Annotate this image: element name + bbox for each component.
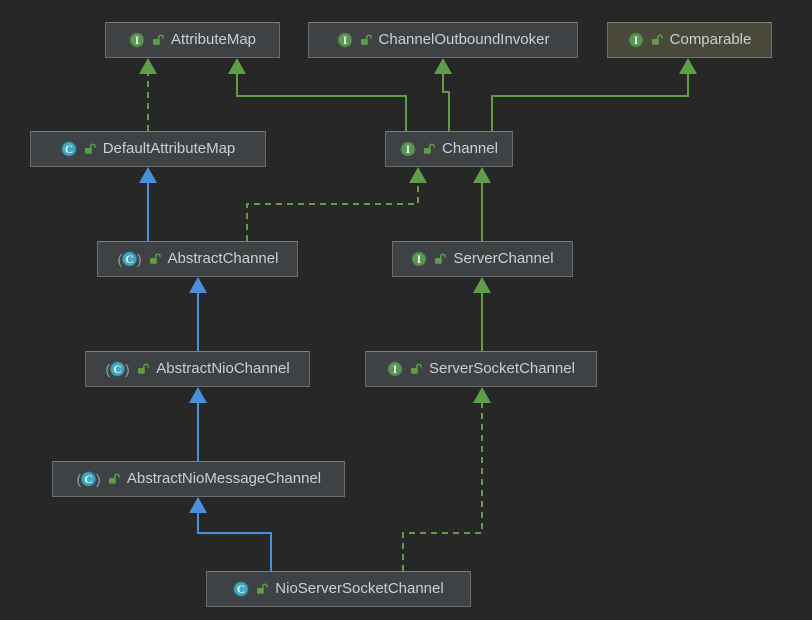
svg-text:(: ( bbox=[106, 361, 111, 377]
node-label: NioServerSocketChannel bbox=[275, 580, 444, 597]
abstract-class-icon: (C) bbox=[117, 251, 142, 267]
svg-text:C: C bbox=[125, 254, 133, 266]
node-label: AbstractNioMessageChannel bbox=[126, 470, 322, 487]
class-node-abstract-nio-message-channel[interactable]: (C) AbstractNioMessageChannel bbox=[52, 461, 345, 497]
edge-arrowhead bbox=[189, 387, 207, 403]
public-lock-icon bbox=[424, 143, 435, 154]
svg-text:I: I bbox=[393, 364, 398, 376]
public-lock-icon bbox=[257, 583, 269, 594]
edge-arrowhead bbox=[409, 167, 427, 183]
svg-text:): ) bbox=[96, 471, 101, 487]
class-node-server-socket-channel[interactable]: I ServerSocketChannel bbox=[365, 351, 597, 387]
class-node-channel-outbound-invoker[interactable]: I ChannelOutboundInvoker bbox=[308, 22, 578, 58]
class-node-abstract-channel[interactable]: (C) AbstractChannel bbox=[97, 241, 298, 277]
edge-abstract-channel-to-channel bbox=[246, 180, 419, 241]
edge-arrowhead bbox=[473, 387, 491, 403]
svg-text:C: C bbox=[84, 474, 92, 486]
public-lock-icon bbox=[651, 34, 663, 45]
interface-icon: I bbox=[387, 361, 403, 377]
public-lock-icon bbox=[152, 34, 164, 45]
edge-arrowhead bbox=[228, 58, 246, 74]
public-lock-icon bbox=[84, 143, 96, 154]
svg-text:): ) bbox=[137, 251, 142, 267]
class-node-nio-server-socket-channel[interactable]: C NioServerSocketChannel bbox=[206, 571, 471, 607]
interface-icon: I bbox=[411, 251, 427, 267]
class-node-comparable[interactable]: I Comparable bbox=[607, 22, 772, 58]
edge-arrowhead bbox=[139, 58, 157, 74]
edge-arrowhead bbox=[189, 497, 207, 513]
node-label: AbstractNioChannel bbox=[156, 360, 290, 377]
edge-channel-to-attribute-map bbox=[236, 71, 407, 131]
class-icon: C bbox=[61, 141, 77, 157]
svg-text:I: I bbox=[135, 35, 140, 47]
abstract-class-icon: (C) bbox=[106, 361, 130, 377]
node-label: DefaultAttributeMap bbox=[102, 140, 236, 157]
public-lock-icon bbox=[149, 253, 161, 264]
edge-arrowhead bbox=[679, 58, 697, 74]
svg-text:): ) bbox=[125, 361, 130, 377]
svg-text:(: ( bbox=[117, 251, 122, 267]
node-label: ChannelOutboundInvoker bbox=[378, 31, 550, 48]
edge-arrowhead bbox=[434, 58, 452, 74]
public-lock-icon bbox=[360, 34, 372, 45]
class-node-default-attribute-map[interactable]: C DefaultAttributeMap bbox=[30, 131, 266, 167]
svg-text:I: I bbox=[342, 35, 347, 47]
class-node-channel[interactable]: I Channel bbox=[385, 131, 513, 167]
svg-text:C: C bbox=[65, 144, 73, 156]
class-node-attribute-map[interactable]: I AttributeMap bbox=[105, 22, 280, 58]
public-lock-icon bbox=[435, 253, 447, 264]
node-label: ServerChannel bbox=[453, 250, 554, 267]
interface-icon: I bbox=[628, 32, 644, 48]
public-lock-icon bbox=[108, 473, 120, 484]
svg-text:I: I bbox=[417, 254, 422, 266]
edge-nio-server-socket-channel-to-abstract-nio-message-channel bbox=[197, 510, 272, 571]
node-label: Comparable bbox=[669, 31, 752, 48]
svg-text:C: C bbox=[237, 584, 245, 596]
edge-arrowhead bbox=[189, 277, 207, 293]
abstract-class-icon: (C) bbox=[76, 471, 101, 487]
public-lock-icon bbox=[138, 363, 150, 374]
interface-icon: I bbox=[129, 32, 145, 48]
svg-text:(: ( bbox=[76, 471, 81, 487]
node-label: AttributeMap bbox=[170, 31, 257, 48]
interface-icon: I bbox=[337, 32, 353, 48]
svg-text:I: I bbox=[406, 144, 411, 156]
interface-icon: I bbox=[400, 141, 416, 157]
public-lock-icon bbox=[411, 363, 422, 374]
class-node-server-channel[interactable]: I ServerChannel bbox=[392, 241, 573, 277]
edge-nio-server-socket-channel-to-server-socket-channel bbox=[402, 400, 483, 571]
class-icon: C bbox=[233, 581, 249, 597]
edge-arrowhead bbox=[473, 167, 491, 183]
node-label: Channel bbox=[442, 140, 498, 157]
edge-arrowhead bbox=[473, 277, 491, 293]
svg-text:I: I bbox=[633, 35, 638, 47]
node-label: AbstractChannel bbox=[167, 250, 279, 267]
edge-channel-to-comparable bbox=[491, 71, 689, 131]
edge-arrowhead bbox=[139, 167, 157, 183]
class-node-abstract-nio-channel[interactable]: (C) AbstractNioChannel bbox=[85, 351, 310, 387]
edge-channel-to-channel-outbound-invoker bbox=[442, 71, 450, 131]
node-label: ServerSocketChannel bbox=[429, 360, 575, 377]
svg-text:C: C bbox=[114, 364, 122, 376]
